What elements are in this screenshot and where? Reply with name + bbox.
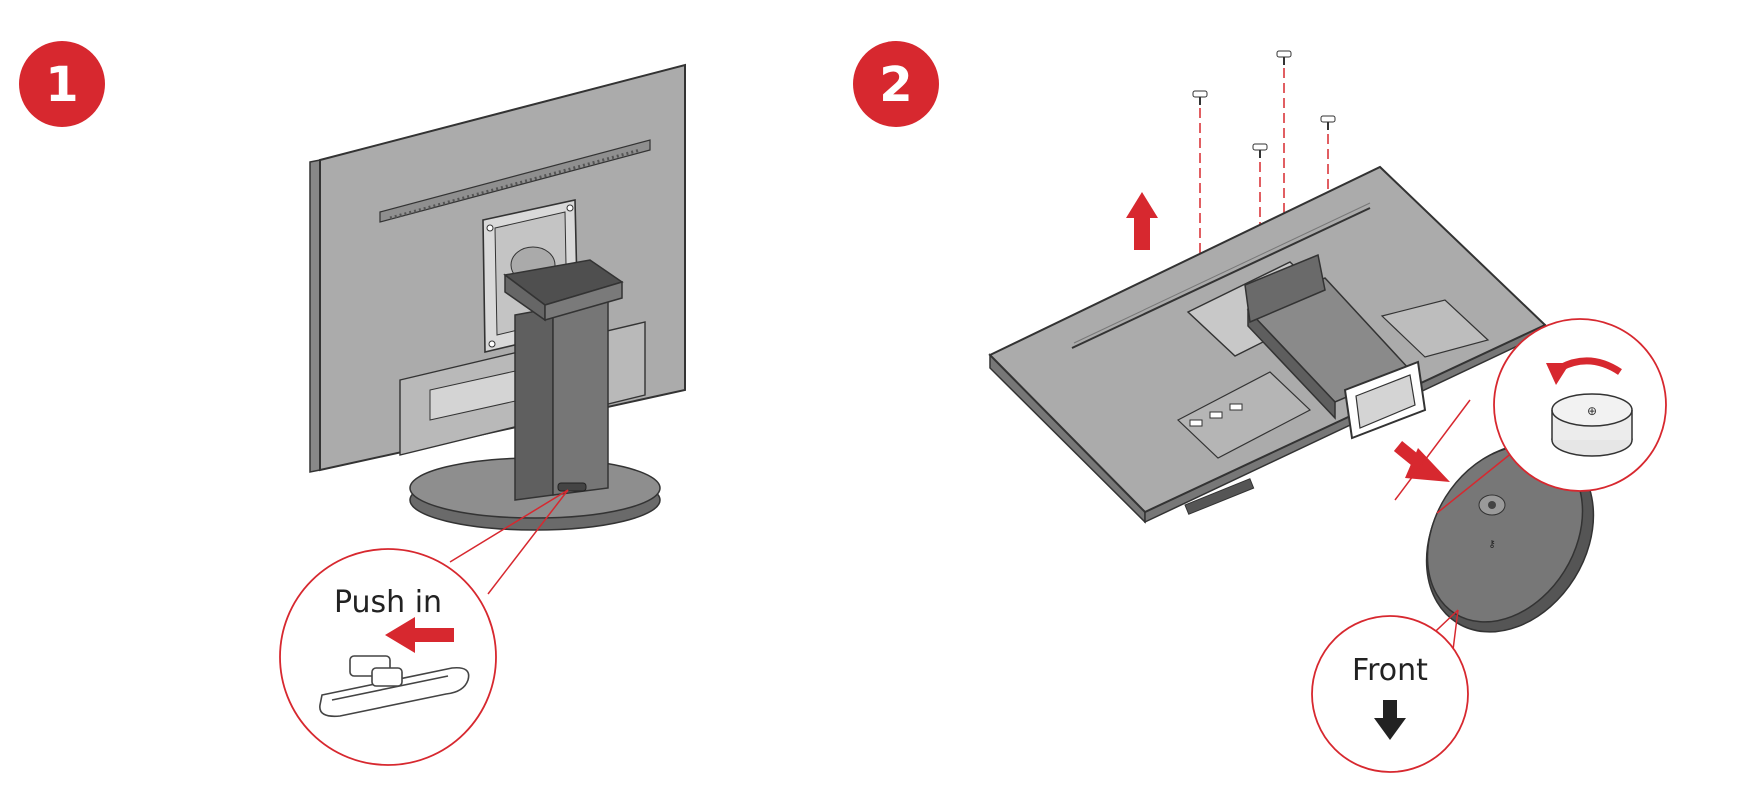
latch-outline (319, 655, 470, 718)
arrow-left-icon (385, 617, 454, 653)
step-2-badge: 2 (853, 41, 939, 127)
screw-icon (1252, 143, 1268, 158)
arrow-up-icon (1126, 192, 1158, 250)
rotate-arrow-icon (1546, 357, 1622, 385)
arrow-down-icon (1374, 700, 1406, 740)
screw-icon (1320, 115, 1336, 130)
zoom-callout-front: Front (1311, 609, 1469, 773)
zoom-callout-step-1: Push in (279, 489, 569, 766)
push-in-label: Push in (334, 585, 442, 620)
svg-text:⊕: ⊕ (1587, 404, 1597, 418)
step-1-number: 1 (45, 57, 78, 113)
step-1-badge: 1 (19, 41, 105, 127)
monitor-rear-with-stand (309, 63, 686, 473)
stand-neck-step-2 (1244, 253, 1427, 440)
arrow-down-right-icon (1393, 440, 1450, 482)
screw-icon (1276, 50, 1292, 65)
screw-icon (1192, 90, 1208, 105)
step-2-number: 2 (879, 57, 912, 113)
front-label: Front (1352, 653, 1428, 688)
svg-text:⚷: ⚷ (1488, 539, 1495, 550)
thumbscrew-knob: ⊕ (1551, 393, 1633, 457)
stand-neck-step-1 (503, 259, 624, 501)
zoom-callout-rotate: ⊕ (1394, 318, 1667, 514)
